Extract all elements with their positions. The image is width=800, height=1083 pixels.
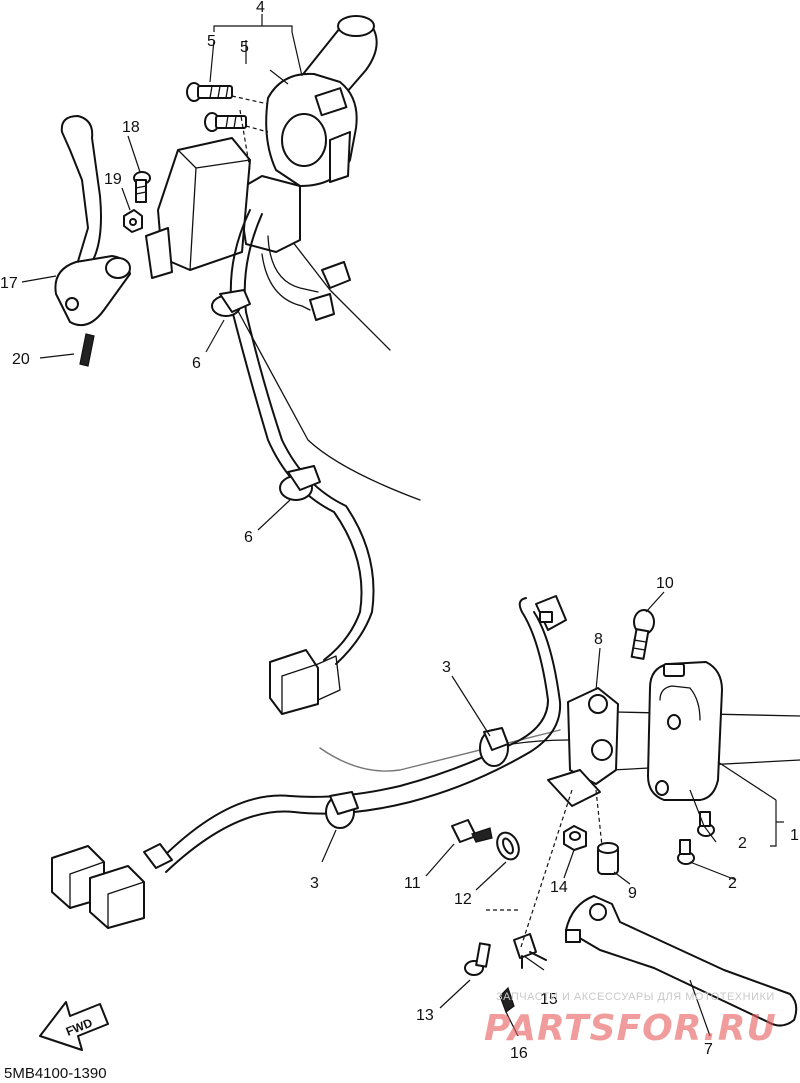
brake-switch-15 xyxy=(513,933,547,969)
callout-10: 10 xyxy=(656,575,674,592)
nut-14 xyxy=(563,825,587,851)
right-switch-housing xyxy=(647,661,723,801)
callout-6-upper: 6 xyxy=(192,355,201,372)
switch-lower-body xyxy=(237,175,301,253)
callout-4: 4 xyxy=(256,0,265,16)
upper-connector xyxy=(269,649,341,715)
screw-2-lower xyxy=(677,839,695,865)
callout-13: 13 xyxy=(416,1007,434,1024)
washer-12 xyxy=(496,831,520,861)
callout-11: 11 xyxy=(404,875,421,892)
lower-connector-right xyxy=(89,865,145,929)
lower-wire-harness xyxy=(159,597,569,873)
callout-16: 16 xyxy=(510,1045,528,1062)
screw-2-upper xyxy=(697,811,715,837)
callout-8: 8 xyxy=(594,631,603,648)
wire-clamp-upper xyxy=(211,289,251,317)
callout-3-lower: 3 xyxy=(310,875,319,892)
bolt-5-upper xyxy=(186,82,233,102)
callout-2-lower: 2 xyxy=(728,875,737,892)
upper-handlebar xyxy=(231,209,421,501)
lower-dashed-guides xyxy=(486,789,603,951)
collar-9 xyxy=(597,842,619,875)
bolt-10 xyxy=(630,609,655,660)
callout-leaders xyxy=(21,69,737,1037)
clutch-lever xyxy=(54,115,131,326)
upper-dashed-guides xyxy=(231,95,269,171)
screw-20 xyxy=(79,333,95,367)
lower-handlebar xyxy=(319,711,800,772)
callout-1: 1 xyxy=(790,827,799,844)
callout-14: 14 xyxy=(550,879,568,896)
callout-12: 12 xyxy=(454,891,472,908)
left-switch-housing xyxy=(265,72,358,187)
fwd-arrow-icon: FWD xyxy=(39,1001,109,1051)
diagram-code: 5MB4100-1390 xyxy=(4,1065,107,1082)
switch-connector xyxy=(535,595,567,631)
screw-18 xyxy=(133,171,151,203)
callout-7: 7 xyxy=(704,1041,713,1058)
screw-11 xyxy=(451,819,493,843)
wire-clamp-3-left xyxy=(325,791,359,829)
watermark-caption: ЗАПЧАСТИ И АКСЕССУАРЫ ДЛЯ МОТОТЕХНИКИ xyxy=(496,991,775,1003)
clutch-switch-box xyxy=(145,137,251,279)
callout-3-upper: 3 xyxy=(442,659,451,676)
upper-wire-harness xyxy=(229,209,375,665)
callout-20: 20 xyxy=(12,351,30,368)
wire-terminals xyxy=(309,261,351,321)
bolt-5-lower xyxy=(204,112,247,132)
wire-clamp-3-right xyxy=(479,727,509,767)
callout-18: 18 xyxy=(122,119,140,136)
screw-16 xyxy=(499,986,515,1013)
brake-lever xyxy=(565,895,798,1027)
callout-5-left: 5 xyxy=(207,33,216,50)
brake-lever-holder xyxy=(547,687,619,807)
screw-13 xyxy=(464,942,491,976)
callout-15: 15 xyxy=(540,991,558,1008)
bracket-1 xyxy=(717,761,784,847)
watermark-brand: PARTSFOR.RU xyxy=(484,1008,777,1049)
callout-2-upper: 2 xyxy=(738,835,747,852)
callout-6-lower: 6 xyxy=(244,529,253,546)
callout-5-right: 5 xyxy=(240,39,249,56)
wire-clamp-lower xyxy=(279,465,321,501)
nut-19 xyxy=(123,209,143,233)
callout-19: 19 xyxy=(104,171,122,188)
wire-sheath-end xyxy=(143,843,173,869)
callout-17: 17 xyxy=(0,275,18,292)
bracket-4 xyxy=(209,14,303,83)
callout-9: 9 xyxy=(628,885,637,902)
